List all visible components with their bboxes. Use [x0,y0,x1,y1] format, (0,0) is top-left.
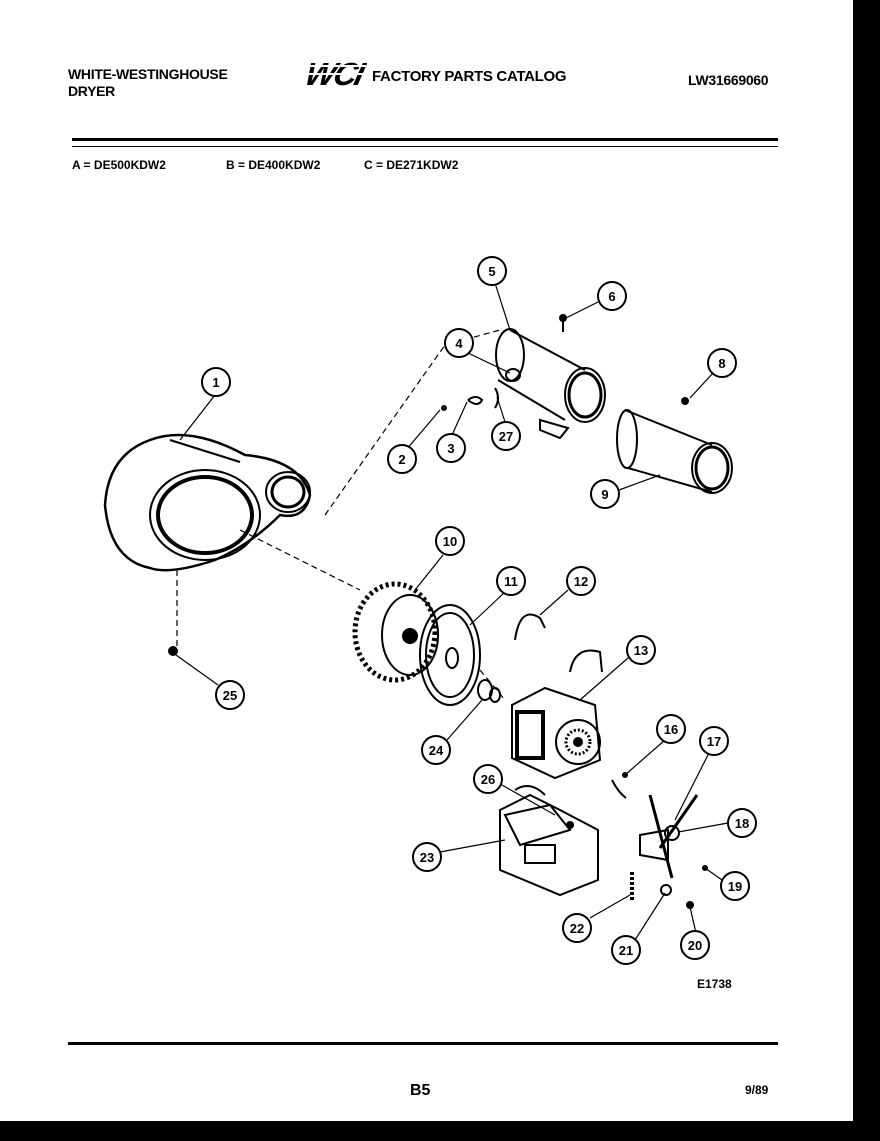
svg-text:1: 1 [212,375,219,390]
callout-16: 16 [656,714,686,744]
svg-text:27: 27 [499,429,513,444]
svg-text:12: 12 [574,574,588,589]
svg-text:24: 24 [429,743,444,758]
model-a-label: A = DE500KDW2 [72,158,166,172]
diagram-code: E1738 [697,977,732,991]
svg-text:11: 11 [504,574,518,589]
svg-text:2: 2 [398,452,405,467]
header-rule [72,138,778,141]
svg-text:8: 8 [718,356,725,371]
document-number: LW31669060 [688,72,769,88]
svg-text:9: 9 [601,487,608,502]
callout-13: 13 [626,635,656,665]
svg-text:26: 26 [481,772,495,787]
motor-mount-drawing [499,785,599,897]
callout-21: 21 [611,935,641,965]
svg-text:25: 25 [223,688,237,703]
wci-logo: WCI [303,56,367,90]
callouts: 1 2 3 4 5 6 8 9 10 11 12 13 16 17 18 19 … [201,256,757,965]
footer-rule [68,1042,778,1045]
callout-6: 6 [597,281,627,311]
page-number: B5 [410,1082,431,1099]
model-c-label: C = DE271KDW2 [364,158,459,172]
svg-text:5: 5 [488,264,495,279]
model-b-label: B = DE400KDW2 [226,158,321,172]
callout-8: 8 [707,348,737,378]
exploded-parts-diagram: 1 2 3 4 5 6 8 9 10 11 12 13 16 17 18 19 … [103,256,757,965]
callout-2: 2 [387,444,417,474]
alignment-lines [176,329,506,701]
blower-housing-drawing [103,433,312,572]
rear-seal-plate-drawing [419,604,481,706]
svg-text:23: 23 [420,850,434,865]
heater-housing-drawing [495,328,606,440]
callout-25: 25 [215,680,245,710]
callout-4: 4 [444,328,474,358]
header-rule-thin [72,146,778,147]
callout-5: 5 [477,256,507,286]
callout-20: 20 [680,930,710,960]
callout-26: 26 [473,764,503,794]
callout-1: 1 [201,367,231,397]
svg-text:4: 4 [455,336,463,351]
svg-text:16: 16 [664,722,678,737]
catalog-sheet: WHITE-WESTINGHOUSE DRYER WCI FACTORY PAR… [0,0,853,1121]
callout-11: 11 [496,566,526,596]
callout-23: 23 [412,842,442,872]
motor-drawing [511,686,602,780]
callout-18: 18 [727,808,757,838]
callout-3: 3 [436,433,466,463]
blower-wheel-drawing [352,581,439,683]
svg-text:22: 22 [570,921,584,936]
callout-22: 22 [562,913,592,943]
svg-text:17: 17 [707,734,721,749]
svg-text:18: 18 [735,816,749,831]
svg-text:13: 13 [634,643,648,658]
svg-text:3: 3 [447,441,454,456]
callout-27: 27 [491,421,521,451]
heater-element-drawing [616,409,733,494]
callout-17: 17 [699,726,729,756]
brand-name: WHITE-WESTINGHOUSE [68,66,228,82]
svg-text:19: 19 [728,879,742,894]
callout-12: 12 [566,566,596,596]
leader-lines [175,282,729,941]
svg-text:20: 20 [688,938,702,953]
callout-24: 24 [421,735,451,765]
svg-text:6: 6 [608,289,615,304]
callout-19: 19 [720,871,750,901]
catalog-title: FACTORY PARTS CATALOG [372,68,567,85]
callout-9: 9 [590,479,620,509]
revision-date: 9/89 [745,1083,769,1097]
product-type: DRYER [68,83,115,99]
callout-10: 10 [435,526,465,556]
svg-text:10: 10 [443,534,457,549]
svg-text:21: 21 [619,943,633,958]
